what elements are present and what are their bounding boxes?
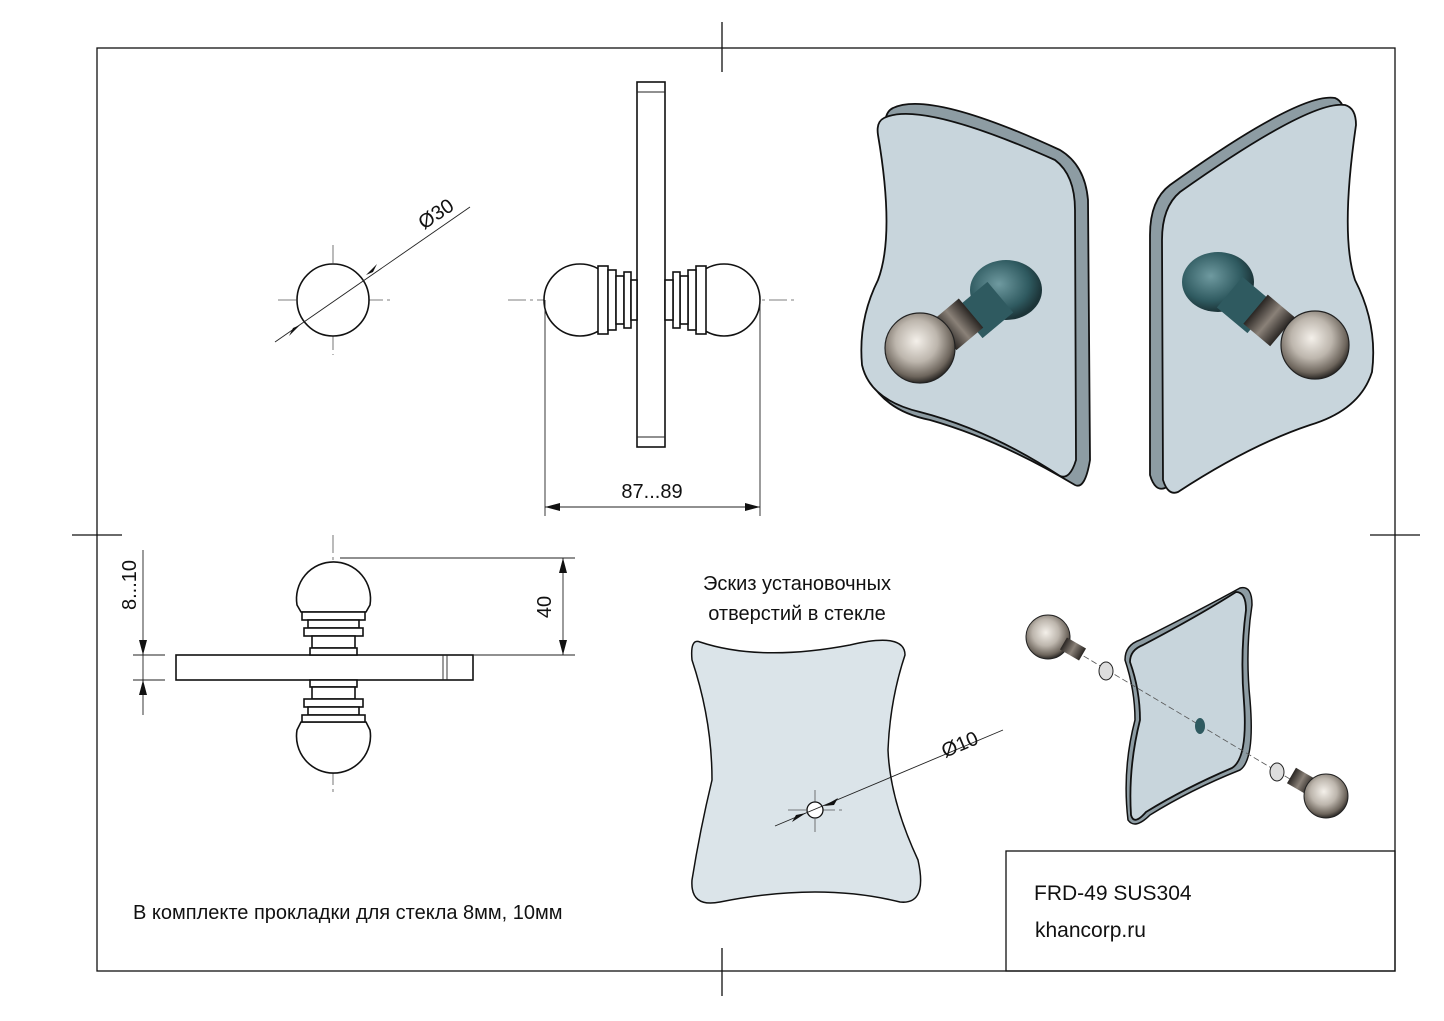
hole-sketch: Эскиз установочных отверстий в стекле Ø1…: [690, 573, 1004, 904]
render-right-glass: [1149, 96, 1375, 494]
glass-shape: [690, 639, 922, 904]
exploded-view: [1025, 586, 1349, 825]
dimension-knob-height: 40: [534, 596, 556, 618]
sketch-title-line1: Эскиз установочных: [703, 573, 891, 595]
sketch-title-line2: отверстий в стекле: [708, 603, 886, 625]
title-block: FRD-49 SUS304 khancorp.ru: [1005, 850, 1396, 972]
dimension-hole-diameter: Ø10: [938, 728, 981, 763]
kit-note: В комплекте прокладки для стекла 8мм, 10…: [133, 902, 563, 924]
drawing-frame: [72, 22, 1420, 996]
dimension-glass-thickness: 8...10: [119, 560, 141, 610]
dimension-overall-length: 87...89: [621, 481, 682, 503]
model-name: FRD-49 SUS304: [1034, 882, 1192, 905]
render-left-glass: [860, 102, 1091, 487]
render-pair: [860, 96, 1375, 494]
top-view: 40 8...10: [119, 535, 575, 795]
website: khancorp.ru: [1035, 919, 1146, 942]
side-view: 87...89: [508, 81, 795, 516]
dimension-knob-diameter: Ø30: [414, 195, 458, 234]
front-view: Ø30: [274, 195, 471, 355]
